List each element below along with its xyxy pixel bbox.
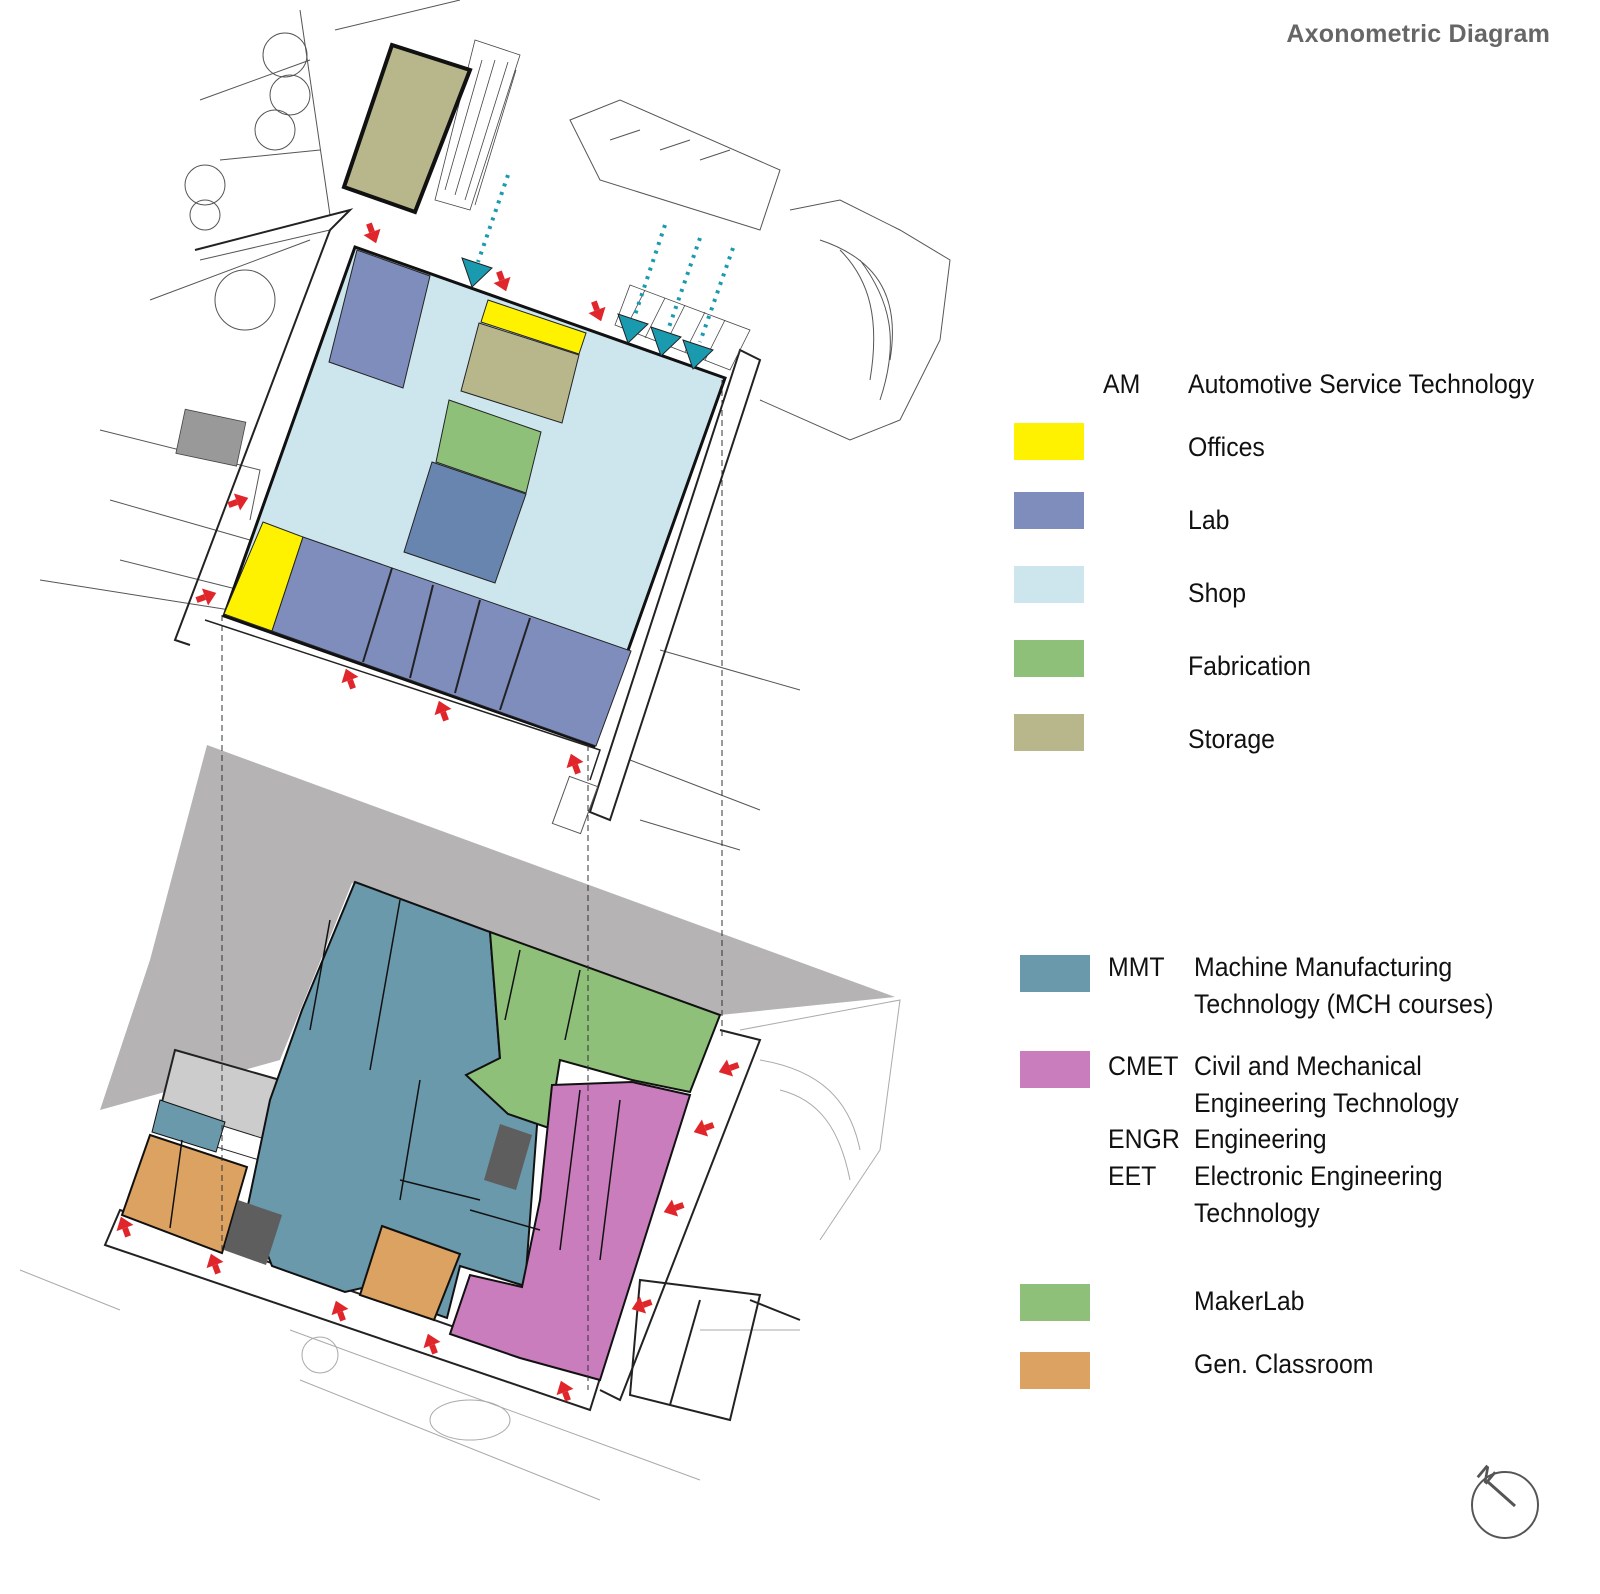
room-lab-center [403,461,527,584]
walkway [103,1208,602,1412]
entry-arrow-icon [566,753,584,769]
legend-classroom: Gen. Classroom [1194,1349,1374,1379]
swatch-offices [1014,423,1084,460]
entry-arrow-stem [337,1310,346,1322]
entry-arrow-icon [363,228,381,244]
entry-arrow-icon [206,1253,224,1269]
entry-arrow-icon [556,1380,574,1396]
axonometric-plans [19,0,951,1501]
room-fabrication [435,399,542,494]
swatch-mmt [1020,955,1090,992]
room-classroom-west [120,1133,249,1255]
swatch-cmet [1020,1051,1090,1088]
legend-mmt-line1: Machine Manufacturing [1194,952,1453,982]
entry-arrow-icon [116,1216,134,1232]
entry-arrow-stem [347,678,356,690]
entry-arrow-icon [331,1300,349,1316]
room-storage-outbuilding [341,42,473,215]
entry-arrow-stem [429,1343,438,1355]
entry-arrow-stem [212,1263,221,1275]
legend-cmet-line1: Civil and Mechanical [1194,1051,1422,1081]
room-lab-south [271,536,632,747]
entry-arrow-stem [572,763,581,775]
legend-cmet-line2: Engineering Technology [1194,1088,1459,1118]
room-dark-west [224,1200,282,1265]
room-lab-north [328,249,431,389]
swatch-fabrication [1014,640,1084,677]
lower-floor-plan [19,380,901,1501]
entry-arrow-icon [201,588,217,606]
legend-code-cmet: CMET [1108,1051,1179,1081]
entry-arrow-icon [233,493,249,511]
entry-arrow-icon [631,1296,647,1314]
swatch-makerlab [1020,1284,1090,1321]
legend-offices: Offices [1188,432,1265,462]
room-storage [460,322,580,424]
entry-arrow-stem [562,1390,571,1402]
entry-arrow-stem [496,270,505,282]
service-arrows [461,174,735,370]
entry-arrow-icon [718,1059,734,1077]
north-label: N [1472,1460,1500,1489]
entry-arrow-stem [366,222,375,234]
entry-arrow-icon [493,276,511,292]
lab-partitions [362,567,531,711]
entry-arrow-stem [673,1202,685,1211]
legend-shop: Shop [1188,578,1247,608]
legend-engr: Engineering [1194,1124,1327,1154]
page-title: Axonometric Diagram [1286,20,1550,48]
legend-eet-line1: Electronic Engineering [1194,1161,1443,1191]
entry-arrow-stem [728,1062,740,1071]
legend-code-eet: EET [1108,1161,1157,1191]
entry-arrow-icon [434,700,452,716]
room-offices-north [480,299,587,355]
swatch-lab [1014,492,1084,529]
entry-arrow-stem [195,594,207,603]
site-linework-lower [19,999,901,1501]
room-dark-center [484,1124,532,1190]
projection-lines [221,380,723,1390]
entry-arrow-stem [122,1226,131,1238]
entry-arrow-stem [440,710,449,722]
site-linework [39,0,951,851]
legend-fabrication: Fabrication [1188,651,1311,681]
legend-eet-line2: Technology [1194,1198,1320,1228]
room-mmt-west [151,1099,226,1153]
room-cmet [448,1080,692,1382]
lower-partitions [169,899,621,1261]
swatch-storage [1014,714,1084,751]
swatch-classroom [1020,1352,1090,1389]
hatched-paving [175,39,751,467]
entry-arrows [116,222,740,1402]
upper-floor-plan [39,0,951,851]
legend-makerlab: MakerLab [1194,1286,1305,1316]
entry-arrow-stem [641,1299,653,1308]
legend-code-mmt: MMT [1108,952,1165,982]
north-arrow-icon: N [1471,1460,1539,1539]
legend-code-engr: ENGR [1108,1124,1180,1154]
swatch-shop [1014,566,1084,603]
entry-arrow-icon [663,1199,679,1217]
entry-arrow-icon [423,1333,441,1349]
legend-lab: Lab [1188,505,1230,535]
entry-arrow-icon [341,668,359,684]
legend-mmt-line2: Technology (MCH courses) [1194,989,1494,1019]
entry-arrow-icon [588,306,606,322]
entry-arrow-stem [591,300,600,312]
room-classroom-south [358,1224,462,1322]
entry-arrow-icon [693,1119,709,1137]
entry-arrow-stem [703,1122,715,1131]
shadow [100,745,895,1110]
legend-name-am: Automotive Service Technology [1188,369,1535,399]
entry-arrow-stem [227,499,239,508]
legend-code-am: AM [1103,369,1141,399]
legend-storage: Storage [1188,724,1276,754]
